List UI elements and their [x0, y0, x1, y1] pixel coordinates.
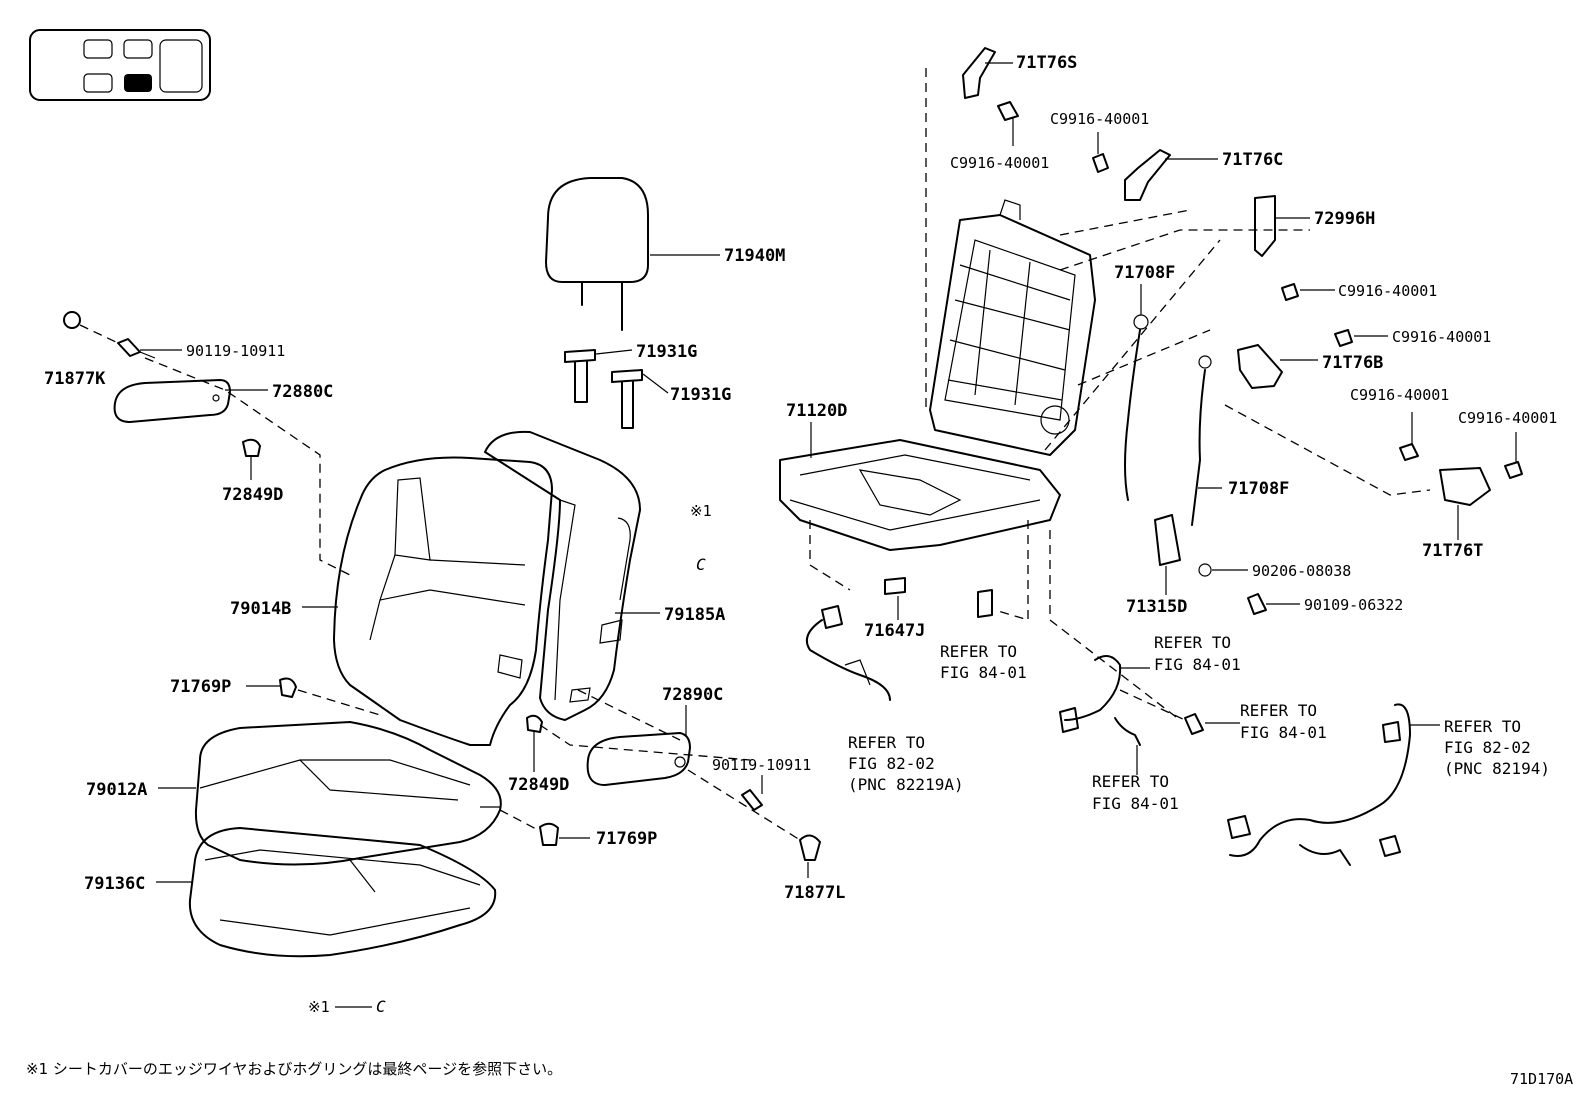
refer-note: REFER TO — [1092, 772, 1169, 791]
label-71708F: 71708F — [1114, 263, 1175, 283]
label-C9916-40001: C9916-40001 — [1050, 110, 1149, 128]
label-71T76B: 71T76B — [1322, 353, 1383, 373]
part-labels: 71T76S C9916-40001 C9916-40001 71T76C 72… — [44, 53, 1557, 1016]
bracket-71T76T-part — [1399, 443, 1523, 506]
label-C9916-40001: C9916-40001 — [1392, 328, 1491, 346]
release-cable-part — [1124, 314, 1212, 526]
bracket-71T76B-part — [1237, 283, 1353, 389]
label-71647J: 71647J — [864, 621, 925, 641]
label-71769P: 71769P — [596, 829, 657, 849]
label-79012A: 79012A — [86, 780, 147, 800]
refer-note: (PNC 82219A) — [848, 775, 964, 794]
bracket-72996H-part — [1254, 195, 1276, 257]
refer-note: FIG 84-01 — [1240, 723, 1327, 742]
refer-note: FIG 82-02 — [848, 754, 935, 773]
refer-note: FIG 84-01 — [940, 663, 1027, 682]
label-79185A: 79185A — [664, 605, 725, 625]
label-72849D: 72849D — [508, 775, 569, 795]
refer-notes: REFER TO FIG 84-01 REFER TO FIG 84-01 RE… — [848, 633, 1550, 813]
label-72880C: 72880C — [272, 382, 333, 402]
label-71T76S: 71T76S — [1016, 53, 1077, 73]
label-71931G: 71931G — [670, 385, 731, 405]
refer-note: (PNC 82194) — [1444, 759, 1550, 778]
label-79136C: 79136C — [84, 874, 145, 894]
label-71T76C: 71T76C — [1222, 150, 1283, 170]
refer-note: REFER TO — [940, 642, 1017, 661]
label-90119-10911: 90119-10911 — [186, 342, 285, 360]
label-C9916-40001: C9916-40001 — [1338, 282, 1437, 300]
label-C9916-40001: C9916-40001 — [1458, 409, 1557, 427]
label-90119-10911: 90119-10911 — [712, 756, 811, 774]
label-71120D: 71120D — [786, 401, 847, 421]
wire-harness-center-part — [1059, 655, 1204, 746]
label-71877L: 71877L — [784, 883, 845, 903]
bracket-71T76C-part — [1092, 149, 1171, 201]
label-71769P: 71769P — [170, 677, 231, 697]
note-code: C — [696, 555, 706, 574]
cushion-cover-part — [194, 721, 502, 866]
label-90109-06322: 90109-06322 — [1304, 596, 1403, 614]
refer-note: FIG 84-01 — [1154, 655, 1241, 674]
wire-harness-left-part — [806, 605, 891, 701]
label-71940M: 71940M — [724, 246, 785, 266]
label-72996H: 72996H — [1314, 209, 1375, 229]
headrest-part — [545, 177, 649, 331]
label-C9916-40001: C9916-40001 — [950, 154, 1049, 172]
note-code: C — [376, 997, 386, 1016]
refer-note: FIG 84-01 — [1092, 794, 1179, 813]
label-90206-08038: 90206-08038 — [1252, 562, 1351, 580]
note-mark: ※1 — [308, 998, 330, 1016]
armrest-cover-part — [63, 311, 261, 457]
bracket-71T76S-part — [962, 47, 1019, 121]
refer-note: REFER TO — [1154, 633, 1231, 652]
bracket-71315D-part — [1154, 514, 1267, 615]
figure-code: 71D170A — [1510, 1070, 1573, 1088]
seatback-cover-part — [333, 456, 553, 746]
refer-note: REFER TO — [1444, 717, 1521, 736]
label-79014B: 79014B — [230, 599, 291, 619]
label-71877K: 71877K — [44, 369, 106, 389]
label-72849D: 72849D — [222, 485, 283, 505]
seat-locator-icon — [29, 29, 211, 101]
label-72890C: 72890C — [662, 685, 723, 705]
label-71T76T: 71T76T — [1422, 541, 1483, 561]
refer-note: REFER TO — [848, 733, 925, 752]
label-71315D: 71315D — [1126, 597, 1187, 617]
label-71931G: 71931G — [636, 342, 697, 362]
note-mark: ※1 — [690, 502, 712, 520]
clip-part — [279, 677, 559, 846]
refer-note: FIG 82-02 — [1444, 738, 1531, 757]
seat-frame-part — [779, 199, 1096, 551]
footnote: ※1 シートカバーのエッジワイヤおよびホグリングは最終ページを参照下さい。 — [26, 1060, 562, 1078]
label-C9916-40001: C9916-40001 — [1350, 386, 1449, 404]
seatback-board-part — [484, 430, 641, 721]
cushion-pad-part — [188, 827, 497, 958]
pad-71647J-part — [884, 577, 993, 618]
refer-note: REFER TO — [1240, 701, 1317, 720]
headrest-support-part — [564, 349, 643, 429]
label-71708F: 71708F — [1228, 479, 1289, 499]
wire-harness-right-part — [1227, 703, 1411, 866]
